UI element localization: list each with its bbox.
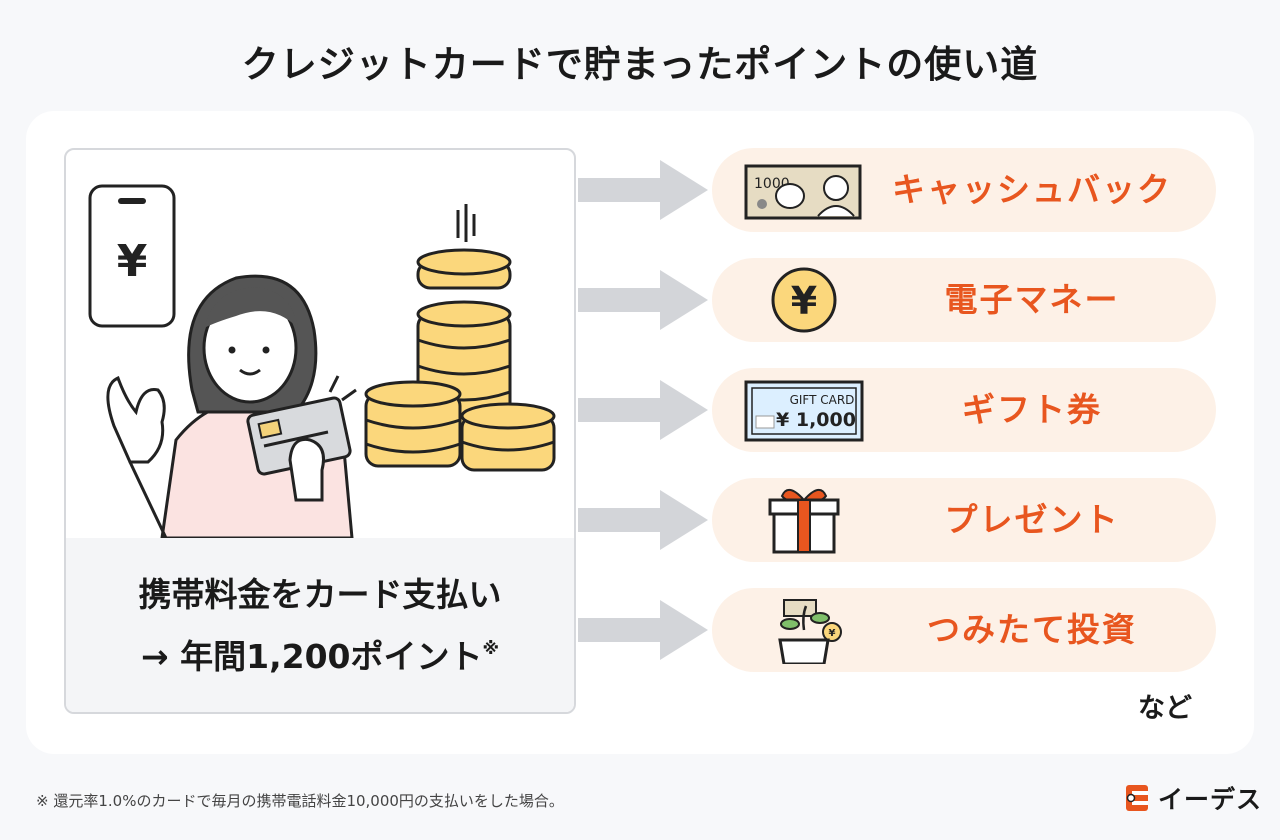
use-label: つみたて投資 [927, 610, 1137, 649]
source-caption-line2: → 年間1,200ポイント※ [66, 622, 574, 684]
yen-coin-icon: ¥ [771, 267, 837, 333]
use-item-e-money: ¥ 電子マネー [712, 258, 1216, 342]
use-item-cashback: 1000 キャッシュバック [712, 148, 1216, 232]
use-item-present: プレゼント [712, 478, 1216, 562]
use-label: キャッシュバック [892, 170, 1172, 209]
coin-stack-icon [364, 204, 556, 472]
gift-card-icon: GIFT CARD ¥ 1,000 [744, 380, 864, 442]
gift-box-icon [768, 489, 840, 554]
phone-yen-symbol: ¥ [117, 236, 148, 287]
source-caption: 携帯料金をカード支払い → 年間1,200ポイント※ [66, 538, 574, 712]
use-item-gift-card: GIFT CARD ¥ 1,000 ギフト券 [712, 368, 1216, 452]
gift-card-text: GIFT CARD [790, 393, 855, 407]
use-label: 電子マネー [944, 280, 1120, 319]
use-label: ギフト券 [962, 390, 1102, 429]
money-tree-coin-symbol: ¥ [829, 628, 836, 639]
page-title: クレジットカードで貯まったポイントの使い道 [241, 43, 1039, 86]
arrow-right-icon [578, 490, 708, 550]
credit-card-icon [246, 375, 357, 502]
yen-coin-symbol: ¥ [791, 279, 817, 323]
banknote-1000-icon: 1000 [744, 164, 862, 220]
woman-paying-with-card-illustration: ¥ [88, 184, 556, 538]
source-caption-line1: 携帯料金をカード支払い [138, 575, 502, 614]
phone-icon: ¥ [88, 184, 176, 328]
arrow-right-icon [578, 380, 708, 440]
money-tree-icon: ¥ [778, 599, 842, 664]
etc-text: など [1138, 693, 1192, 724]
brand-name: イーデス [1158, 785, 1263, 814]
arrow-right-icon [578, 600, 708, 660]
gift-card-value: ¥ 1,000 [776, 409, 856, 431]
arrow-right-icon [578, 160, 708, 220]
footnote-mark: ※ [482, 639, 500, 659]
arrow-right-icon [578, 270, 708, 330]
use-item-investment: ¥ つみたて投資 [712, 588, 1216, 672]
brand-mascot-icon [1126, 785, 1148, 811]
source-caption-points: → 年間1,200ポイント [140, 637, 483, 676]
brand-logo: イーデス [1122, 782, 1262, 814]
footnote: ※ 還元率1.0%のカードで毎月の携帯電話料金10,000円の支払いをした場合。 [36, 792, 564, 810]
source-box: ¥ [64, 148, 576, 714]
use-label: プレゼント [944, 500, 1120, 539]
